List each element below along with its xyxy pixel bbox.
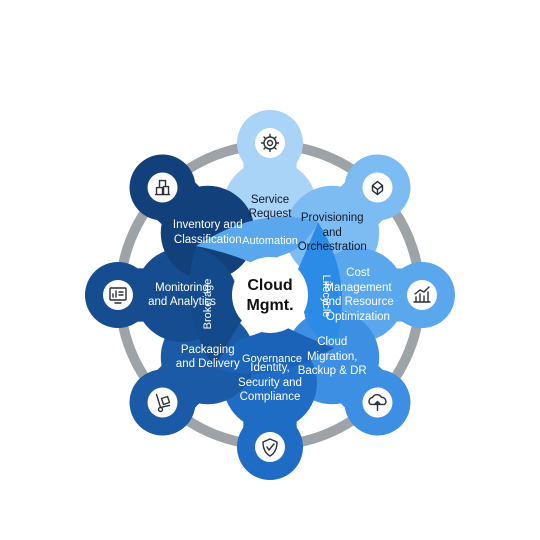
inner-segment-governance: Governance [214,322,334,374]
hand-truck-icon [147,387,178,418]
dashboard-icon [103,280,133,310]
inner-segment-automation: Automation [196,216,318,268]
center-title: Cloud Mgmt. [230,276,310,316]
cube-hand-icon [362,172,393,203]
boxes-icon [147,172,178,203]
node-3-shape [285,310,411,436]
inner-segment-label: Automation [242,235,298,247]
cloud-upload-icon [362,387,393,418]
node-7-shape [129,154,255,280]
center-disc [232,257,308,333]
shield-check-icon [255,432,285,462]
chart-up-icon [407,280,437,310]
inner-segment-label: Brokerage [202,279,214,330]
inner-segment-brokerage: Brokerage [189,246,252,368]
gear-search-icon [255,128,285,158]
inner-segment-label: Governance [242,353,302,365]
inner-segment-label: Lifecycle [320,275,332,318]
center-title-line-2: Mgmt. [246,297,294,314]
inner-segment-lifecycle: Lifecycle [290,222,343,348]
center-title-line-1: Cloud [247,277,293,294]
